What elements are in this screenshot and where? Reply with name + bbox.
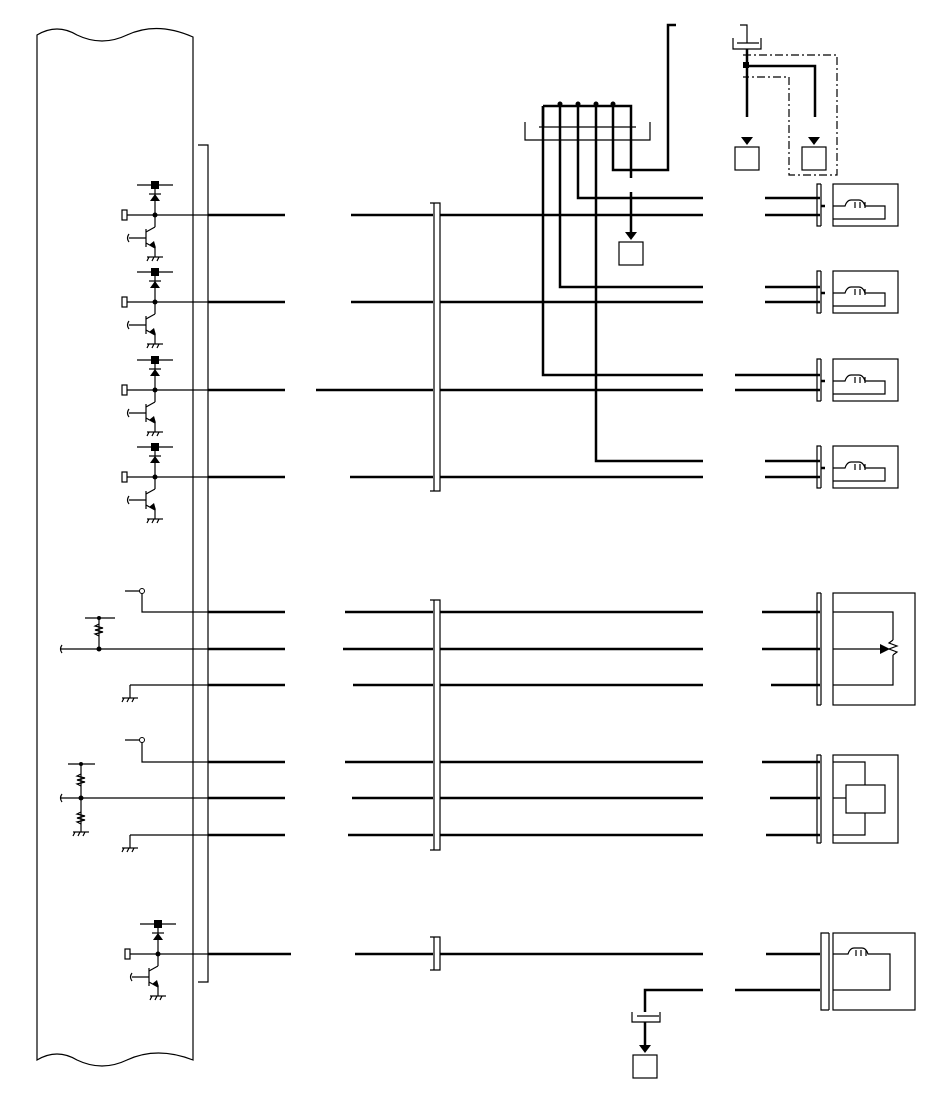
injector-coils bbox=[815, 182, 900, 490]
ecu-connector bbox=[198, 144, 209, 983]
sensor-module bbox=[816, 754, 899, 844]
sensor-circuit-1 bbox=[59, 588, 208, 703]
coil-5 bbox=[820, 932, 916, 1011]
power-relay-group bbox=[732, 24, 838, 176]
ecu-housing bbox=[36, 27, 194, 1067]
potentiometer-sensor bbox=[816, 592, 916, 706]
ground-symbol bbox=[631, 1012, 661, 1079]
inline-connectors bbox=[430, 202, 441, 971]
sensor-circuit-2 bbox=[59, 737, 208, 853]
splice-connector bbox=[524, 23, 820, 463]
harness-wires bbox=[208, 213, 820, 1012]
